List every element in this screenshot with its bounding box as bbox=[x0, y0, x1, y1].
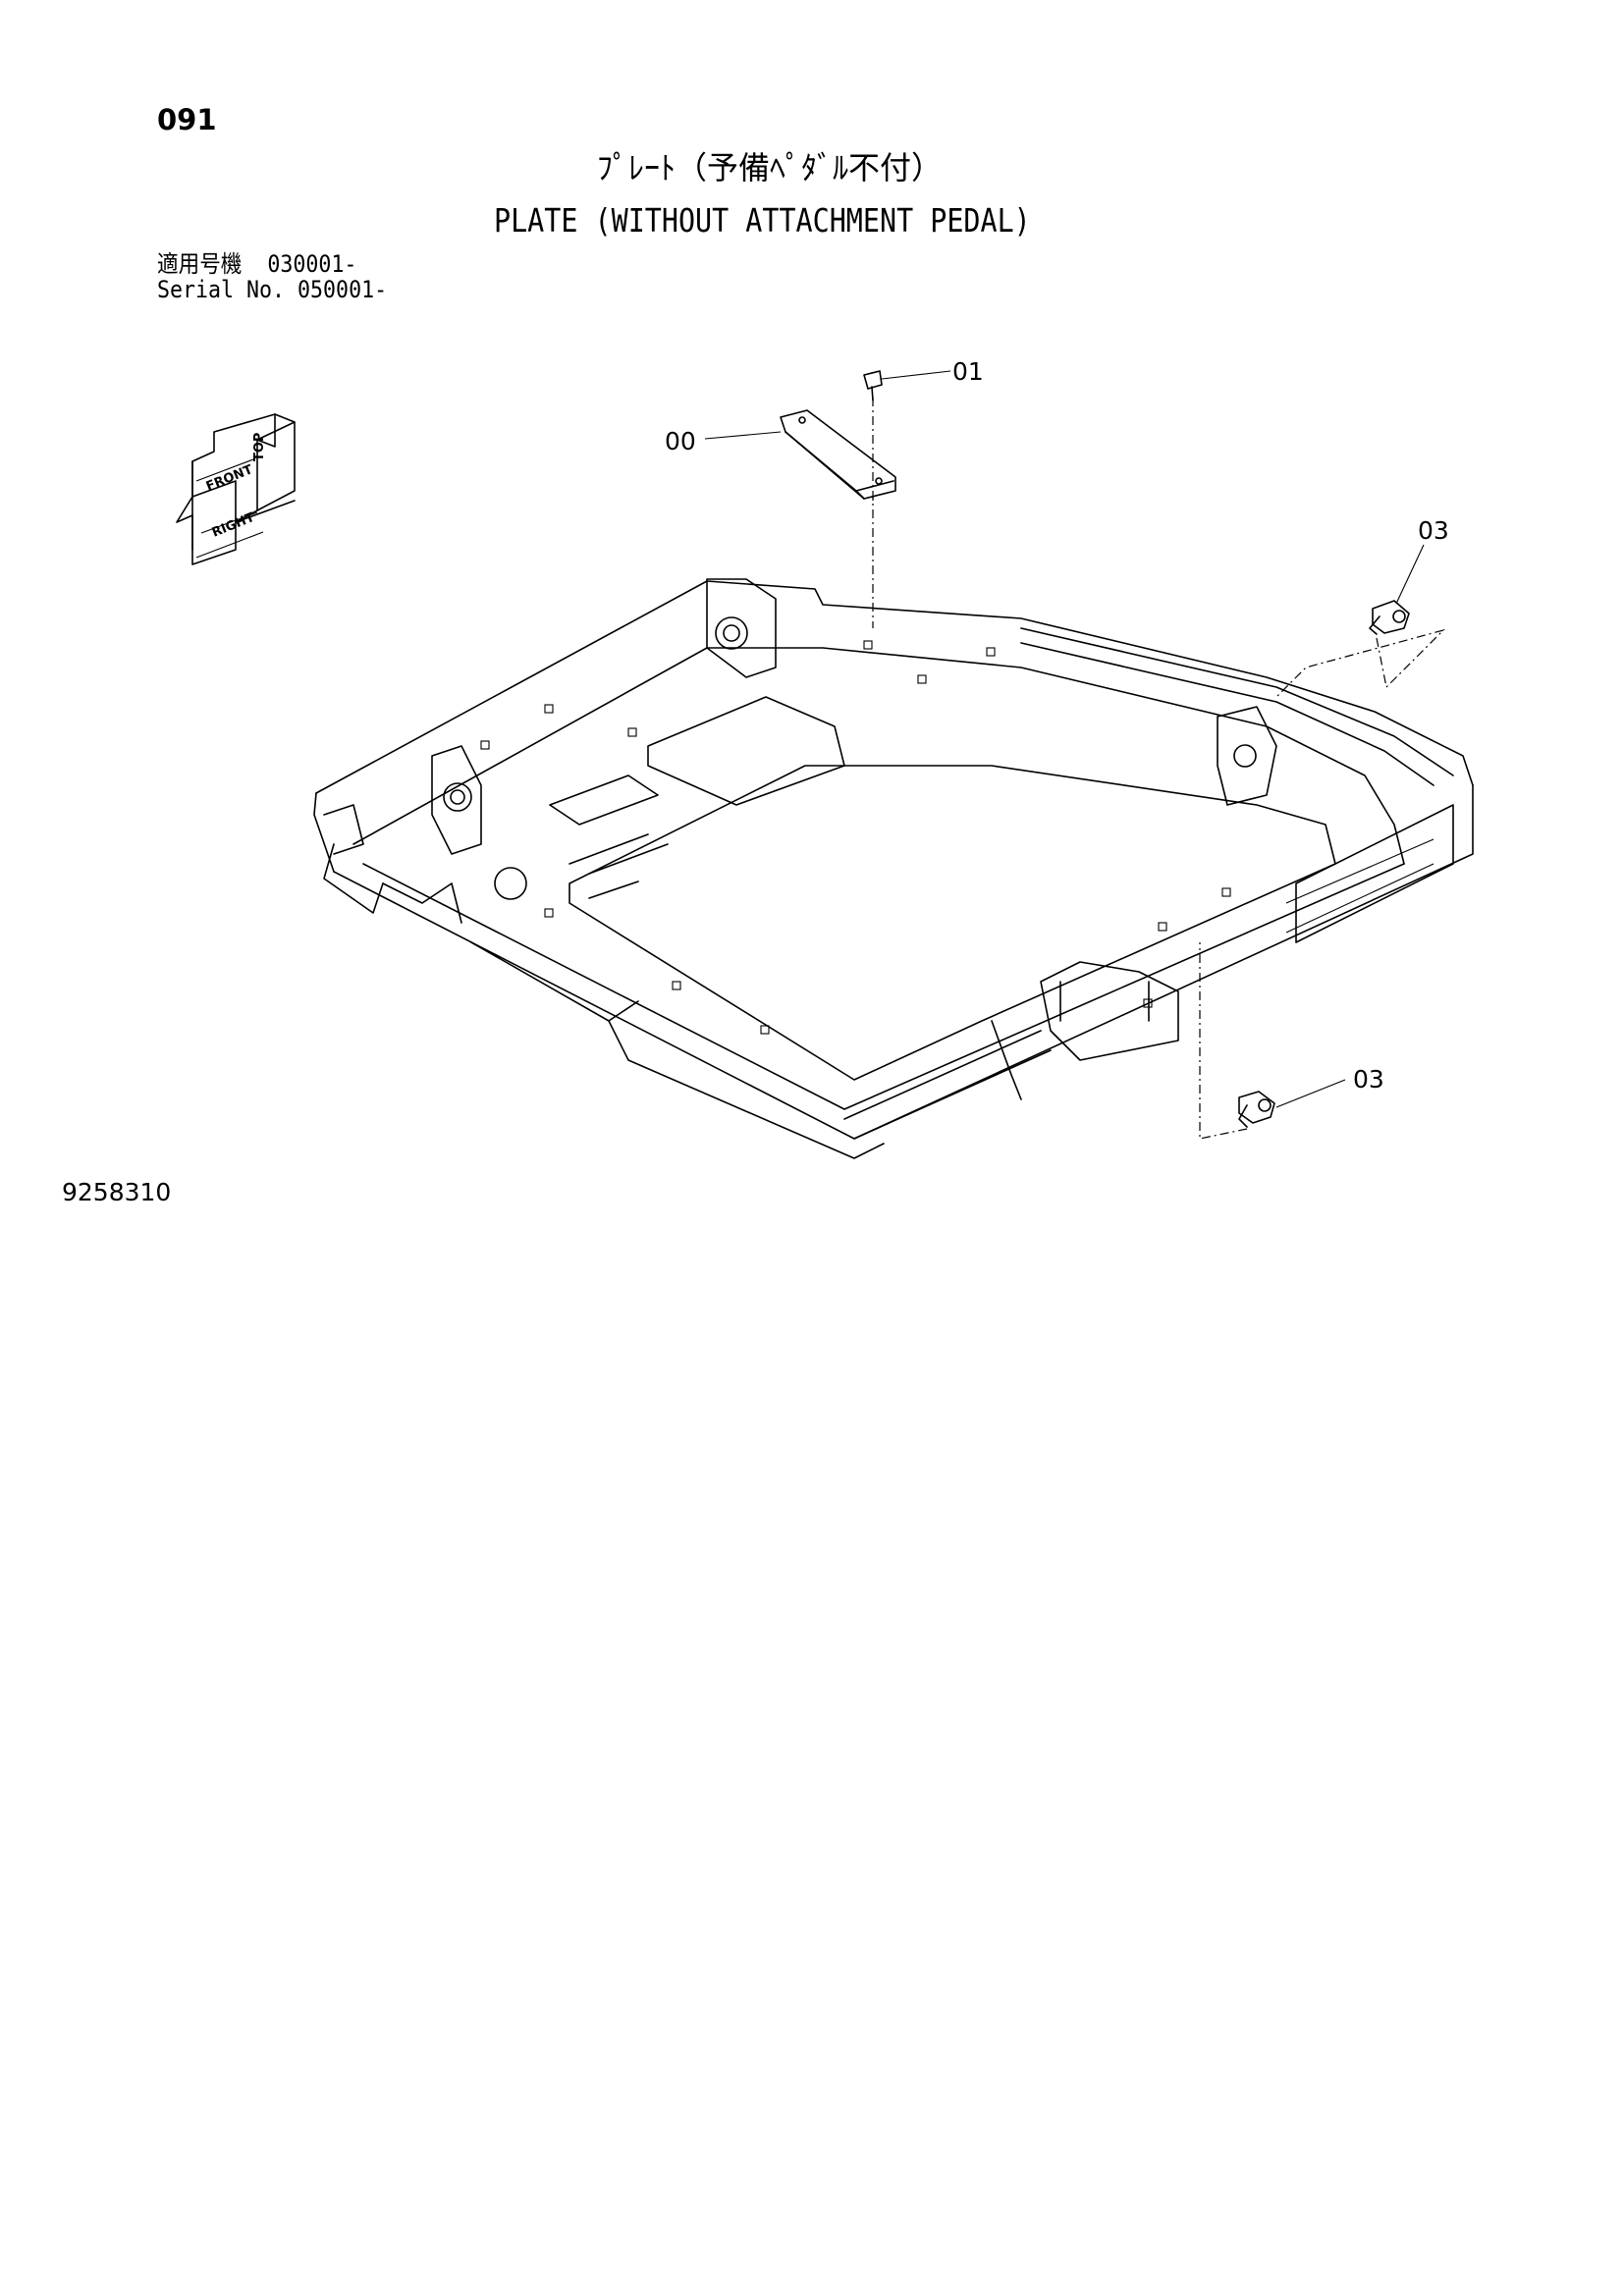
page-title-english: PLATE (WITHOUT ATTACHMENT PEDAL) bbox=[494, 201, 1031, 240]
cab-floor-frame bbox=[313, 578, 1474, 1159]
part-01-bolt bbox=[863, 370, 883, 401]
orientation-label-right: RIGHT bbox=[210, 510, 257, 541]
callout-00: 00 bbox=[665, 427, 696, 455]
assembly-centerlines bbox=[872, 398, 1446, 1140]
orientation-label-top: TOP bbox=[252, 433, 267, 461]
part-00-plate bbox=[780, 409, 896, 500]
page-title-japanese: ﾌﾟﾚｰﾄ（予備ﾍﾟﾀﾞﾙ不付） bbox=[597, 149, 944, 187]
leader-lines bbox=[704, 370, 1425, 1108]
applicable-serial-japanese: 適用号機 030001- bbox=[157, 250, 357, 278]
applicable-serial-english: Serial No. 050001- bbox=[157, 276, 388, 303]
orientation-icon: TOP FRONT RIGHT bbox=[176, 413, 296, 565]
orientation-label-front: FRONT bbox=[204, 462, 255, 495]
callout-01: 01 bbox=[952, 357, 984, 386]
part-03-clip-lower bbox=[1238, 1091, 1275, 1128]
callout-03-upper: 03 bbox=[1418, 516, 1449, 545]
callout-03-lower: 03 bbox=[1353, 1065, 1384, 1094]
part-03-clip-upper bbox=[1369, 600, 1410, 635]
page-number: 091 bbox=[157, 103, 217, 136]
drawing-number: 9258310 bbox=[62, 1178, 172, 1206]
